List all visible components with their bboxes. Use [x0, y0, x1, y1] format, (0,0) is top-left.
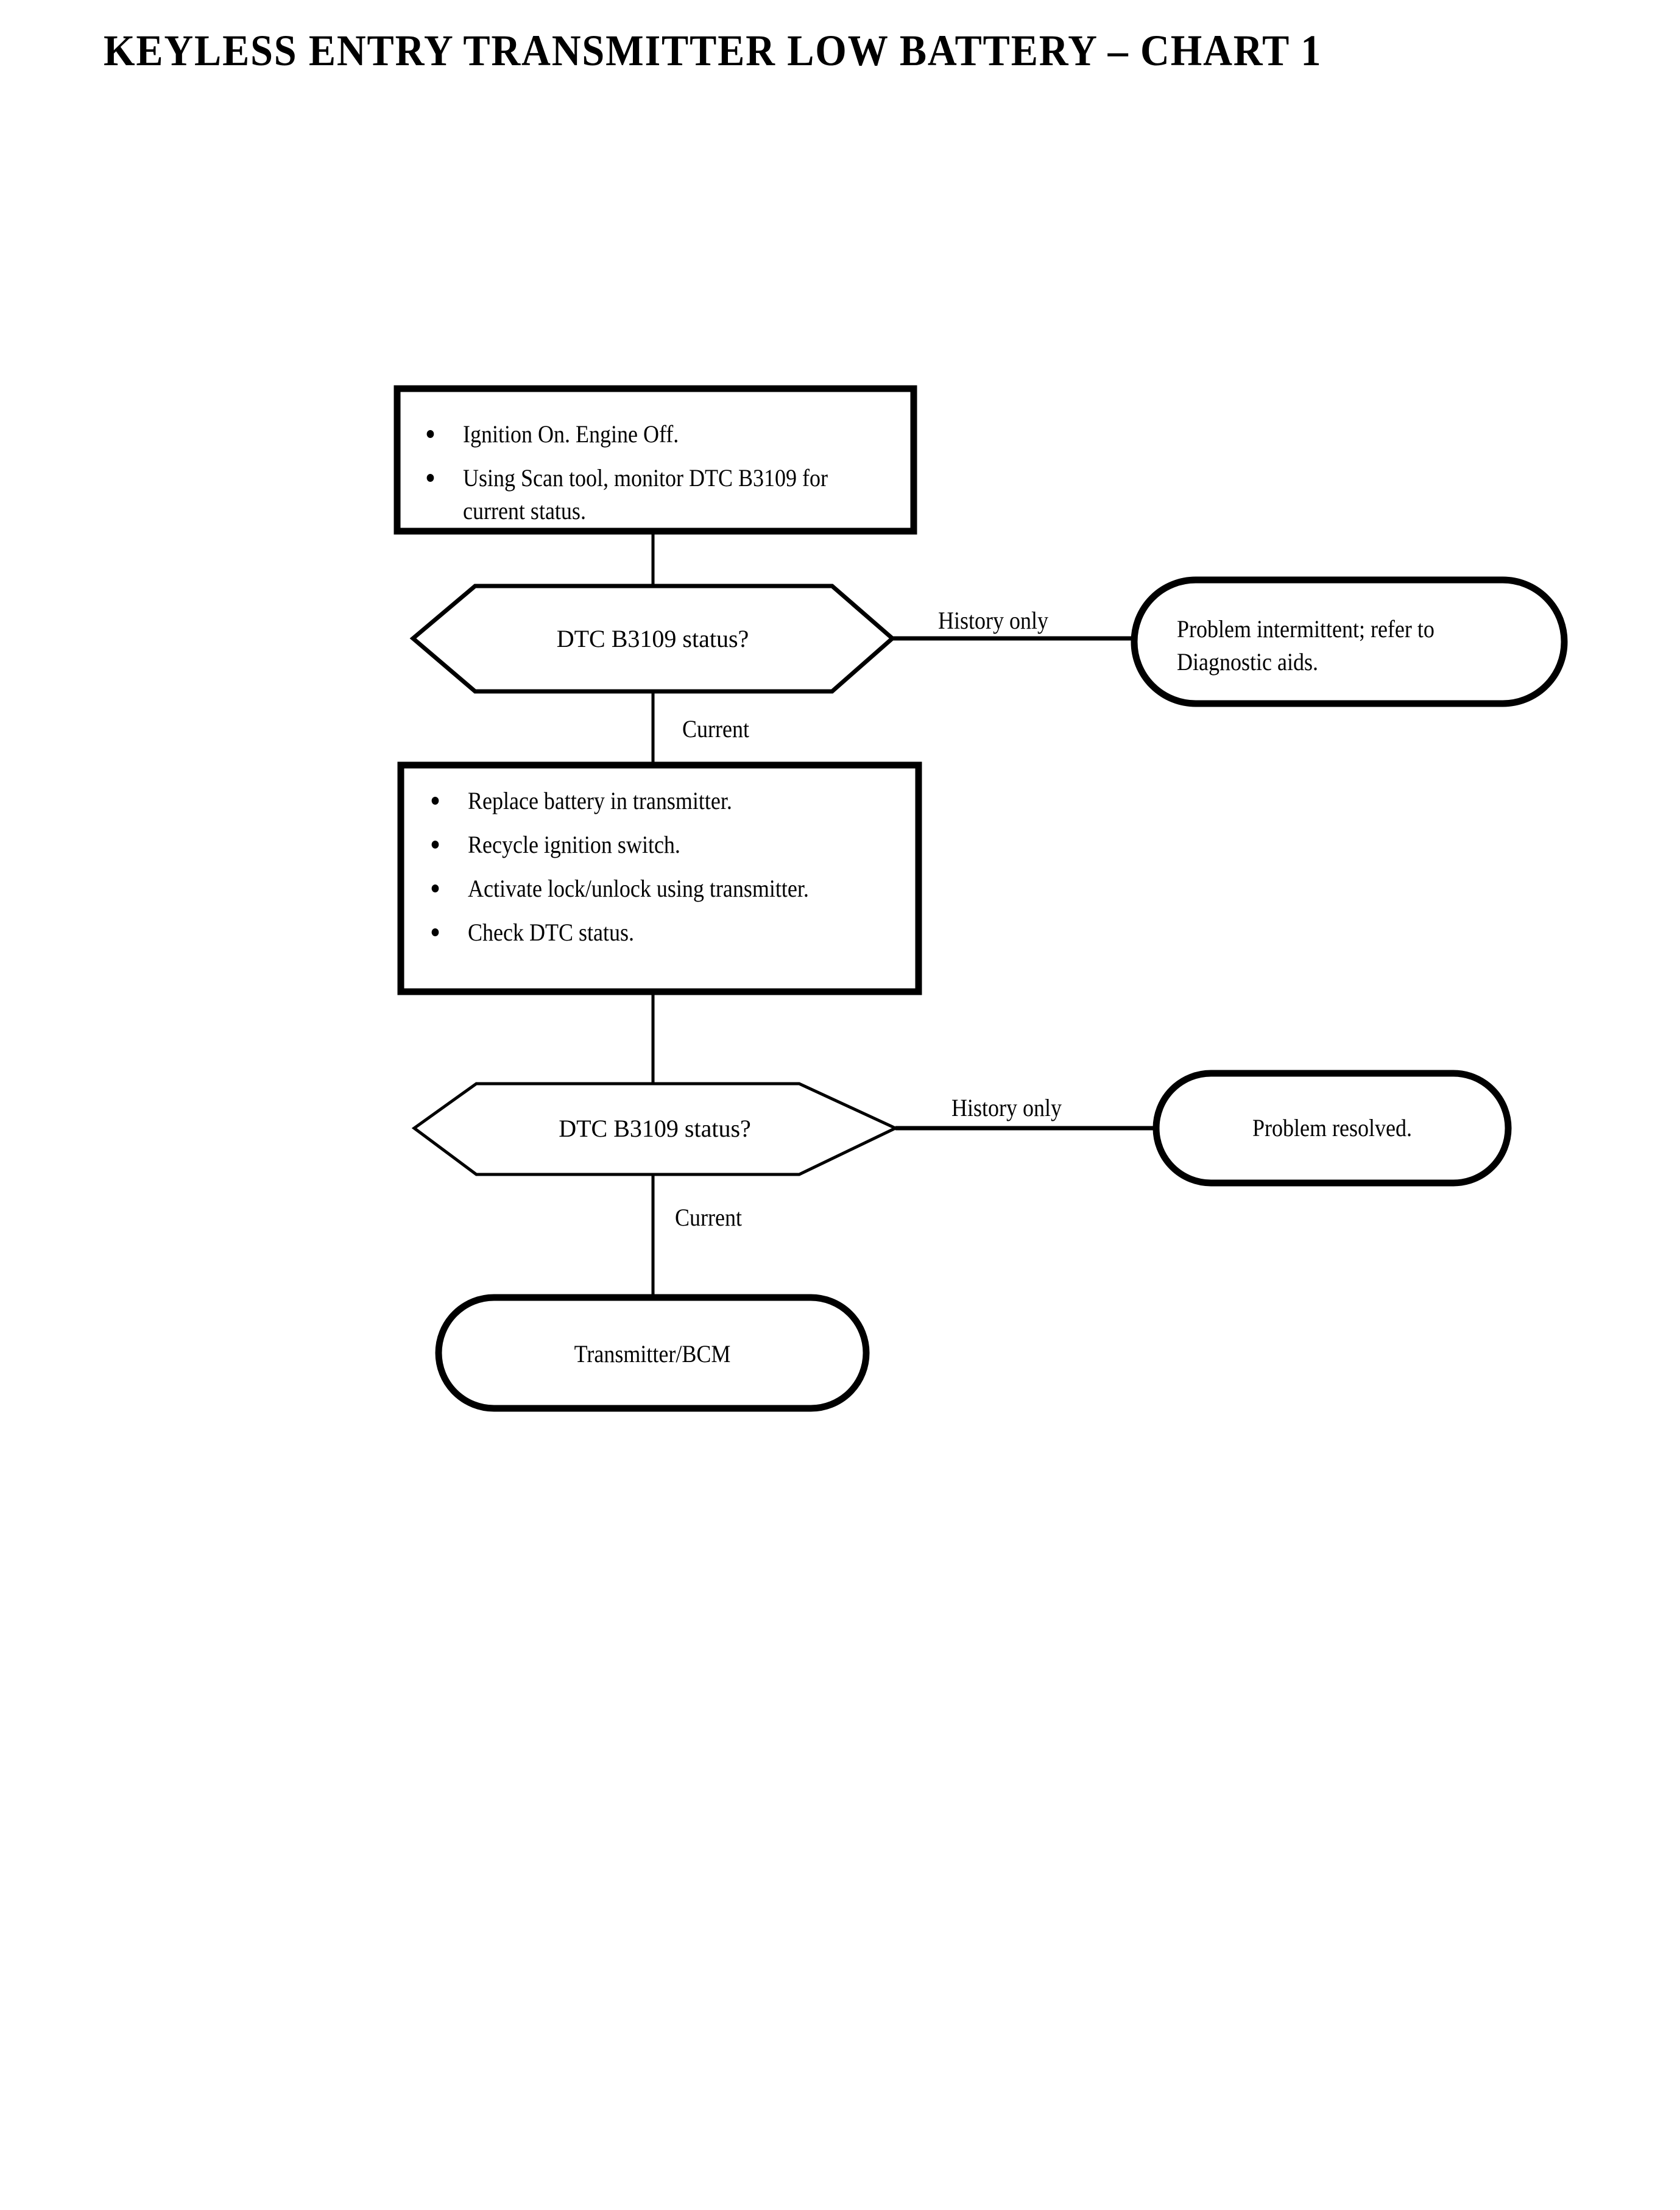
page-title: KEYLESS ENTRY TRANSMITTER LOW BATTERY – … [104, 26, 1322, 75]
bullet-dot-icon [431, 928, 439, 936]
step-2-bullet-list: Replace battery in transmitter. Recycle … [431, 785, 894, 960]
terminal-intermittent-line-1: Problem intermittent; refer to [1177, 615, 1435, 643]
step-1-bullet-1: Ignition On. Engine Off. [463, 420, 679, 448]
step-2-bullet-1: Replace battery in transmitter. [468, 787, 732, 814]
terminal-intermittent-label: Problem intermittent; refer to Diagnosti… [1177, 613, 1517, 679]
bullet-dot-icon [431, 841, 439, 849]
step-2-bullet-4: Check DTC status. [468, 919, 634, 946]
list-item: Recycle ignition switch. [431, 828, 852, 861]
edge-label-history-only-2: History only [951, 1094, 1062, 1121]
bullet-dot-icon [426, 430, 434, 438]
step-2-bullet-3: Activate lock/unlock using transmitter. [468, 875, 809, 902]
edge-label-current-2: Current [675, 1204, 742, 1231]
terminal-intermittent-stadium [1131, 576, 1568, 707]
list-item: Check DTC status. [431, 916, 852, 949]
step-1-bullet-list: Ignition On. Engine Off. Using Scan tool… [426, 418, 889, 538]
bullet-dot-icon [431, 884, 439, 892]
list-item: Using Scan tool, monitor DTC B3109 for c… [426, 462, 847, 528]
terminal-resolved-label: Problem resolved. [1252, 1114, 1412, 1142]
decision-1-label: DTC B3109 status? [556, 625, 749, 652]
list-item: Ignition On. Engine Off. [426, 418, 847, 451]
bullet-dot-icon [426, 474, 434, 482]
terminal-resolved-stadium [1152, 1070, 1512, 1187]
step-2-box [397, 761, 922, 995]
step-1-box [394, 385, 917, 535]
step-1-bullet-2: Using Scan tool, monitor DTC B3109 for c… [463, 464, 828, 524]
terminal-intermittent-line-2: Diagnostic aids. [1177, 648, 1318, 676]
list-item: Activate lock/unlock using transmitter. [431, 872, 852, 905]
list-item: Replace battery in transmitter. [431, 785, 852, 817]
terminal-transmitter-bcm-stadium [435, 1294, 870, 1412]
bullet-dot-icon [431, 797, 439, 805]
edge-label-history-only-1: History only [938, 607, 1049, 634]
terminal-transmitter-bcm-label: Transmitter/BCM [574, 1340, 731, 1368]
decision-2-label: DTC B3109 status? [559, 1115, 751, 1142]
edge-label-current-1: Current [682, 715, 749, 743]
step-2-bullet-2: Recycle ignition switch. [468, 831, 680, 858]
